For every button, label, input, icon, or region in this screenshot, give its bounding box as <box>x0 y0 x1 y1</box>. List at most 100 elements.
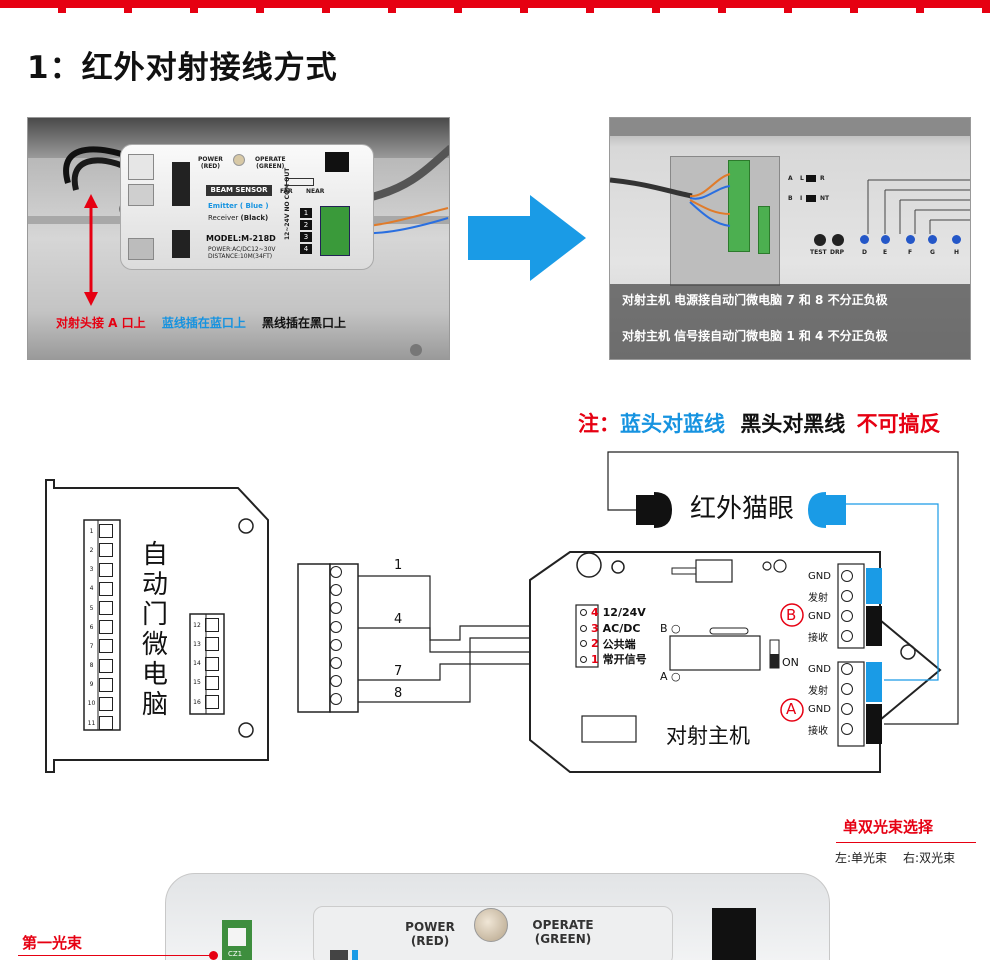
wire-number-7: 7 <box>394 664 403 679</box>
port-b-pin-list: GND 发射 GND 接收 <box>808 569 853 644</box>
test-label: TEST <box>810 249 827 256</box>
port-pin: GND <box>808 702 853 716</box>
cables-svg <box>63 145 449 356</box>
wire-number-4: 4 <box>394 612 403 627</box>
controller-terminal-list-right: 12 13 14 15 16 <box>192 617 219 710</box>
controller-terminal: 6 <box>87 619 113 636</box>
bottom-power-led <box>474 908 508 942</box>
right-cables-svg <box>610 173 970 234</box>
bottom-dip-switch <box>712 908 756 960</box>
board-hole <box>238 722 254 738</box>
port-a-pin-list: GND 发射 GND 接收 <box>808 662 853 737</box>
plug-screw <box>330 620 342 633</box>
led-label-d: D <box>862 249 867 256</box>
signal-wires <box>358 575 552 703</box>
dip-switch <box>325 152 349 172</box>
led-label-e: E <box>883 249 888 256</box>
plug-screw <box>330 602 342 615</box>
beam-select-title: 单双光束选择 <box>843 818 934 836</box>
distance-label: DISTANCE:10M(34FT) <box>208 253 273 260</box>
controller-terminal-block-right <box>189 613 225 715</box>
plug-screw <box>330 638 342 651</box>
controller-terminal: 5 <box>87 600 113 617</box>
plug-screw-list <box>330 566 342 706</box>
port-a-blue-block <box>866 662 882 702</box>
wire-number-8: 8 <box>394 686 403 701</box>
led-e <box>881 235 890 244</box>
host-label-box <box>581 715 637 743</box>
controller-terminal: 3 <box>87 561 113 578</box>
top-red-bar <box>0 0 990 8</box>
host-hole <box>611 560 625 574</box>
controller-terminal: 13 <box>192 636 219 653</box>
near-label: NEAR <box>306 188 325 195</box>
port-pin: 接收 <box>808 629 853 644</box>
black-eye-wire <box>607 451 959 725</box>
bottom-operate-label: OPERATE(GREEN) <box>532 918 594 946</box>
port-pin: GND <box>808 569 853 583</box>
sensor-power-label: POWER (RED) <box>198 156 223 170</box>
dip-switch-2 <box>806 195 816 202</box>
caption-overlay <box>610 284 970 359</box>
terminal-number: 4 <box>300 244 312 254</box>
emitter-connector <box>128 154 154 180</box>
port-b-black-block <box>866 606 882 646</box>
a-point-label: A ○ <box>660 670 681 683</box>
controller-terminal-list: 1 2 3 4 5 6 7 8 9 10 11 <box>87 523 113 731</box>
led-d <box>860 235 869 244</box>
controller-photo: A L R B I NT TEST DRP D E F G H 对射主机 电源接… <box>609 117 971 360</box>
plug-screw <box>330 584 342 597</box>
wire-number-1: 1 <box>394 558 403 573</box>
receiver-label: Receiver (Black) <box>208 214 269 222</box>
sensor-operate-label: OPERATE (GREEN) <box>255 156 286 170</box>
host-chip <box>669 635 761 671</box>
host-hole <box>900 644 916 660</box>
controller-terminal: 15 <box>192 675 219 692</box>
led-g <box>928 235 937 244</box>
led-label-g: G <box>930 249 935 256</box>
controller-terminal: 7 <box>87 638 113 655</box>
port-a-circle <box>780 698 804 722</box>
port-b-blue-block <box>866 568 882 604</box>
led-f <box>906 235 915 244</box>
test-button[interactable] <box>814 234 826 246</box>
host-power-terminal <box>575 604 599 668</box>
first-beam-dot <box>209 951 218 960</box>
dip-label-b: B <box>788 195 793 202</box>
terminal-side-label: 12~24V NO COM OUT <box>284 167 291 240</box>
red-double-arrow <box>84 194 98 306</box>
side-terminal-strip <box>758 206 770 254</box>
led-label-f: F <box>908 249 913 256</box>
host-hole <box>576 552 602 578</box>
beam-select-underline <box>836 842 976 843</box>
port-pin: 发射 <box>808 589 853 604</box>
note-red: 不可搞反 <box>856 412 941 436</box>
left-photo-caption: 对射头接 A 口上 蓝线插在蓝口上 黑线插在黑口上 <box>56 314 346 331</box>
plug-screw <box>330 566 342 578</box>
blue-eye-icon <box>808 492 846 528</box>
far-label: FAR <box>280 188 293 195</box>
drp-button[interactable] <box>832 234 844 246</box>
controller-terminal: 2 <box>87 542 113 559</box>
power-spec-label: POWER:AC/DC12~30V <box>208 246 276 253</box>
power-led <box>233 154 245 166</box>
b-point-label: B ○ <box>660 622 681 635</box>
host-title: 对射主机 <box>666 724 750 748</box>
dip-label-nt: NT <box>820 195 830 202</box>
beam-sensor-title: BEAM SENSOR <box>206 185 272 196</box>
note-black: 黑头对黑线 <box>740 412 846 436</box>
drp-label: DRP <box>830 249 844 256</box>
terminal-number: 1 <box>300 208 312 218</box>
caption-port-a: 对射头接 A 口上 <box>56 316 146 330</box>
controller-title: 自动门微电脑 <box>141 540 168 720</box>
page-title: 1：红外对射接线方式 <box>27 50 338 86</box>
plug-screw <box>330 675 342 688</box>
cz1-socket <box>228 928 246 946</box>
blue-eye-wire <box>846 503 939 681</box>
port-pin: GND <box>808 609 853 623</box>
wiring-diagram <box>45 451 959 773</box>
led-h <box>952 235 961 244</box>
black-eye-icon <box>636 492 672 528</box>
